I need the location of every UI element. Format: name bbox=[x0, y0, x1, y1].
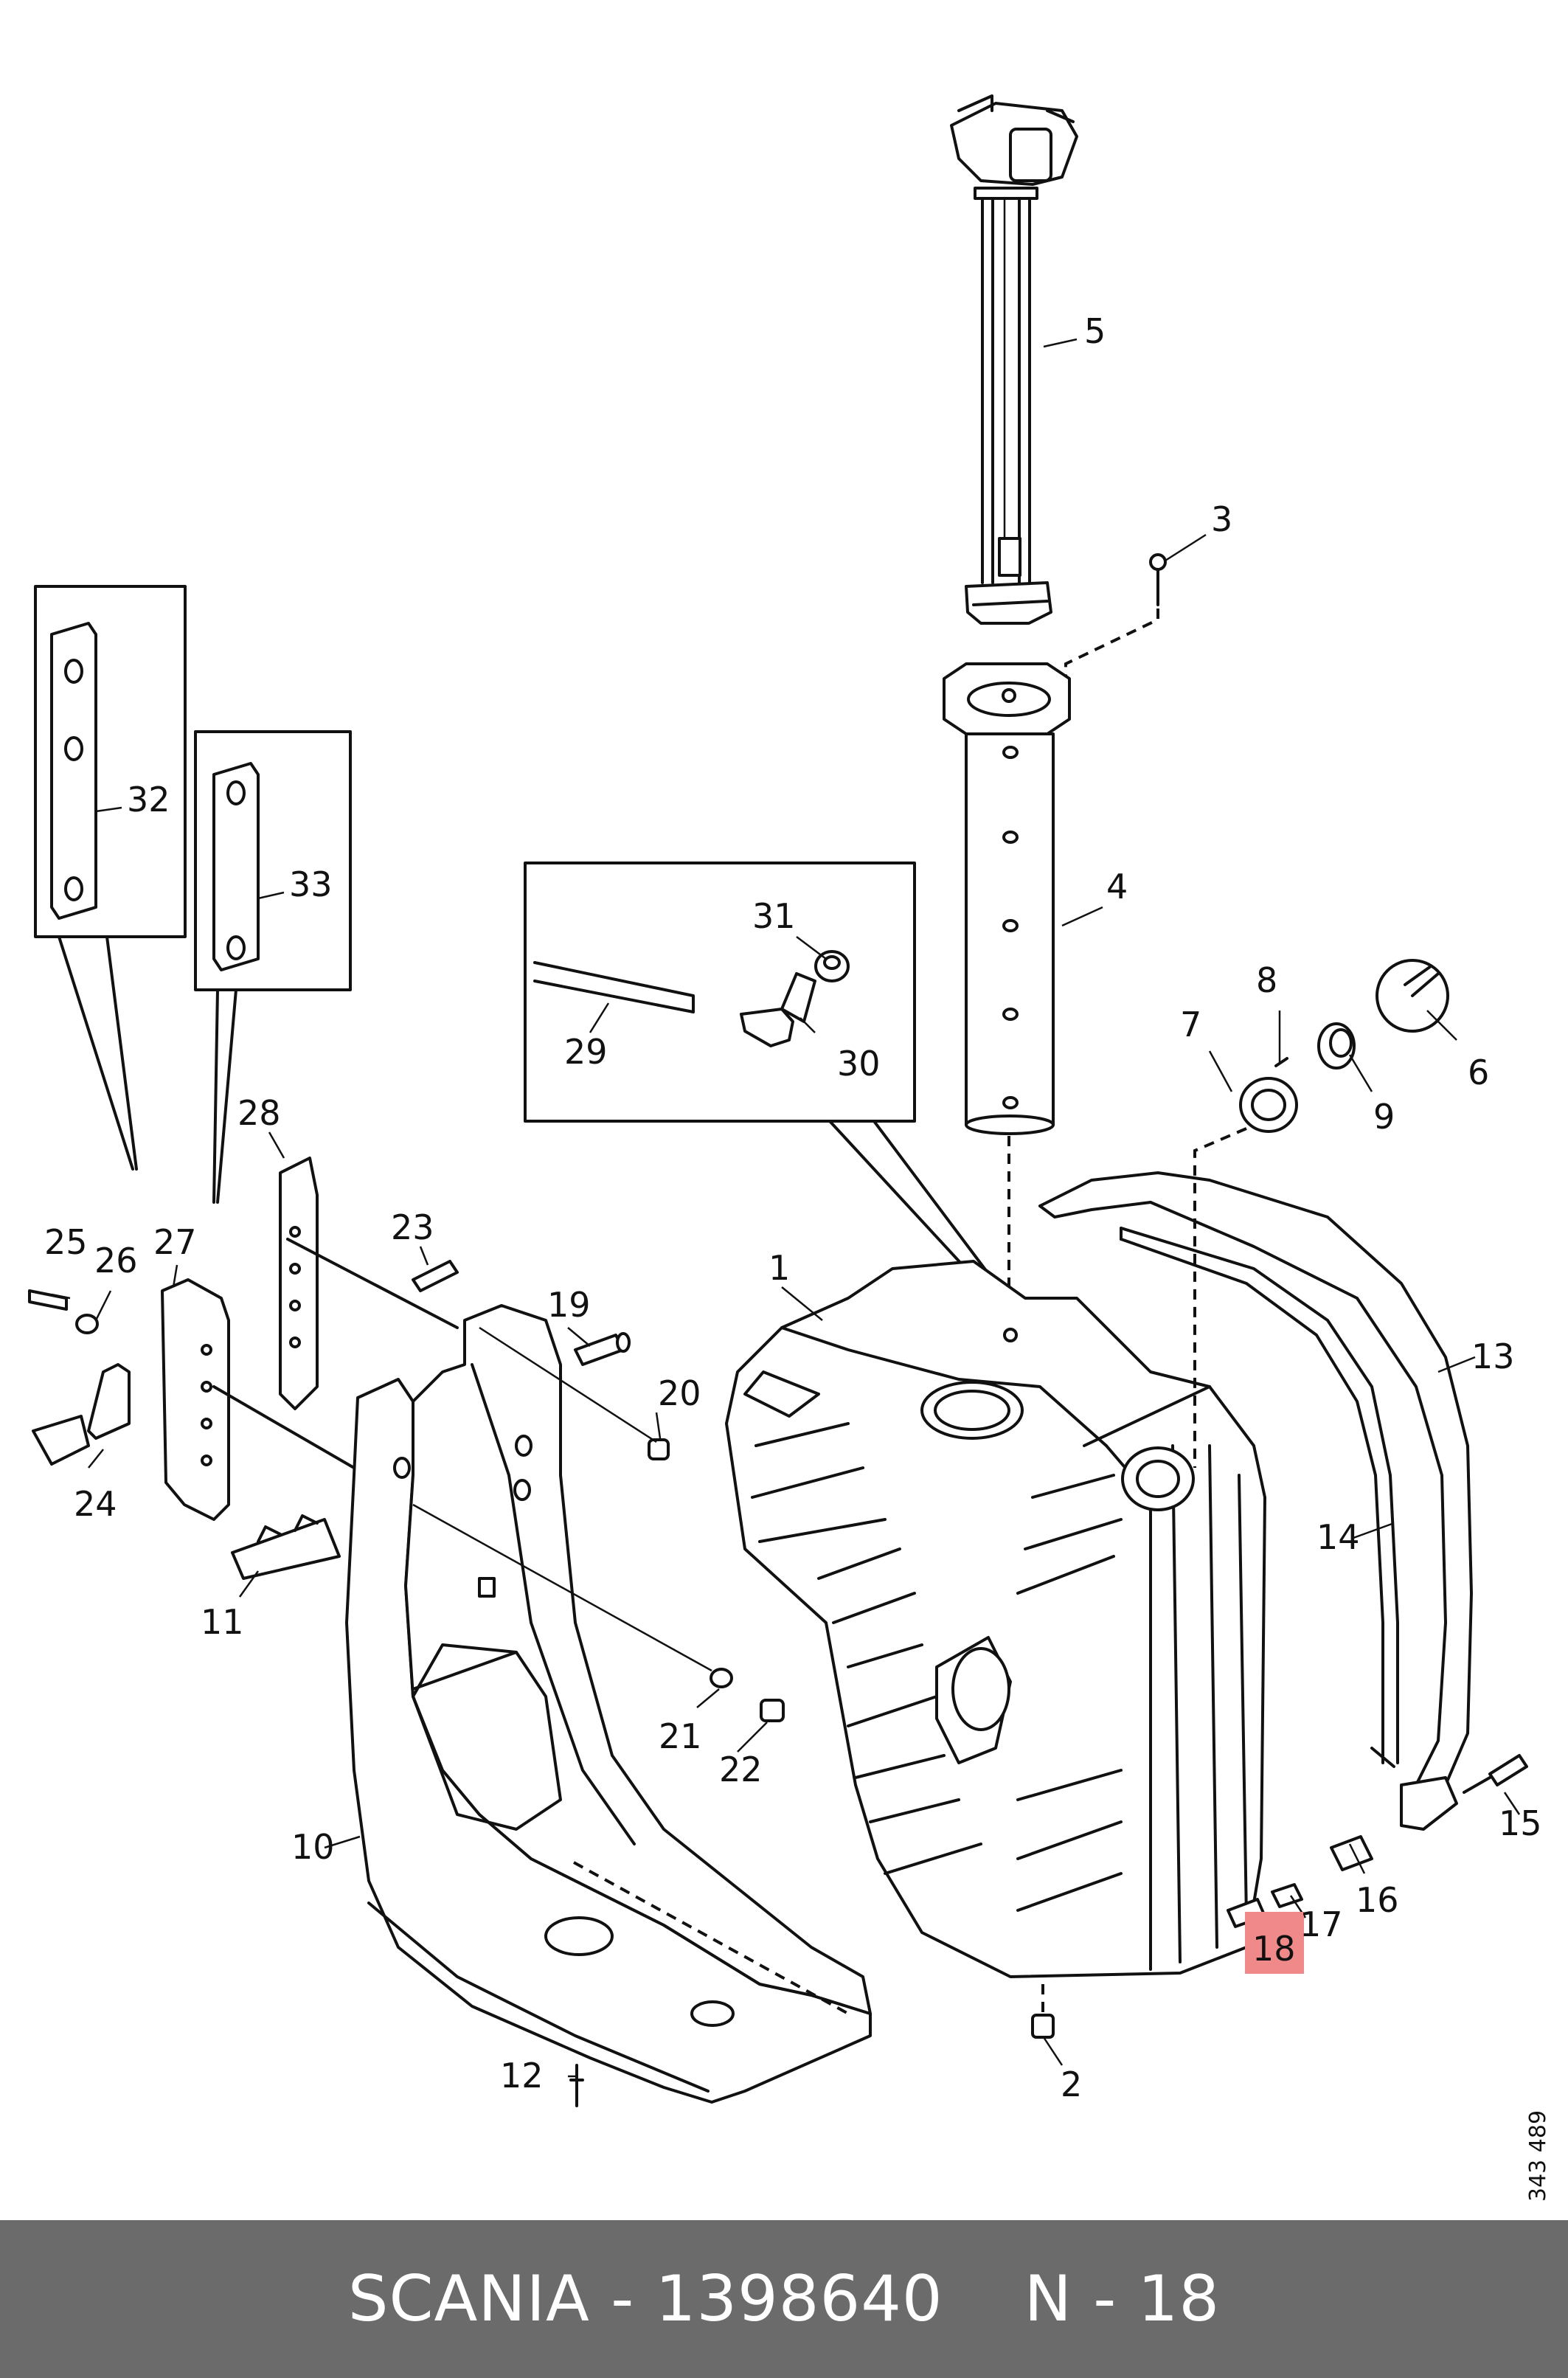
part-number: 1398640 bbox=[655, 2262, 943, 2336]
position-code: N - 18 bbox=[1024, 2262, 1221, 2336]
callout-13: 13 bbox=[1471, 1337, 1515, 1376]
callout-25: 25 bbox=[44, 1222, 88, 1262]
callout-28: 28 bbox=[237, 1093, 281, 1133]
callout-21: 21 bbox=[659, 1716, 702, 1756]
exploded-parts-diagram: 1 2 3 4 5 6 7 8 9 10 11 12 13 14 15 16 1… bbox=[28, 94, 1551, 2202]
footer-bar: SCANIA - 1398640 N - 18 bbox=[0, 2220, 1568, 2378]
inset-box-plate-32 bbox=[34, 585, 187, 1171]
callout-17: 17 bbox=[1300, 1904, 1343, 1944]
callout-labels: 1 2 3 4 5 6 7 8 9 10 11 12 13 14 15 16 1… bbox=[44, 311, 1542, 2104]
callout-4: 4 bbox=[1106, 867, 1128, 907]
callout-15: 15 bbox=[1499, 1803, 1542, 1843]
highlight-box-18 bbox=[1245, 1912, 1304, 1974]
bolt-part-12 bbox=[569, 2064, 584, 2107]
bracket-parts-left bbox=[28, 1157, 459, 1580]
callout-26: 26 bbox=[94, 1241, 138, 1280]
callout-19: 19 bbox=[547, 1285, 591, 1325]
tank-straps bbox=[1038, 1171, 1528, 1928]
screw-part-3 bbox=[1064, 553, 1167, 686]
fasteners-19-22 bbox=[412, 1326, 785, 1722]
inset-box-plate-33 bbox=[194, 730, 352, 1204]
callout-6: 6 bbox=[1468, 1053, 1489, 1092]
callout-18: 18 bbox=[1252, 1929, 1296, 1969]
callout-32: 32 bbox=[127, 780, 170, 819]
brand-name: SCANIA bbox=[347, 2262, 590, 2336]
inset-box-hose-fitting bbox=[524, 862, 1019, 1314]
callout-22: 22 bbox=[719, 1750, 763, 1789]
fuel-level-sender bbox=[950, 94, 1078, 625]
callout-11: 11 bbox=[201, 1602, 244, 1642]
callout-1: 1 bbox=[769, 1248, 790, 1288]
callout-2: 2 bbox=[1061, 2065, 1082, 2104]
callout-24: 24 bbox=[74, 1484, 117, 1524]
fuel-tank bbox=[725, 1260, 1266, 2039]
clip-part-23 bbox=[412, 1260, 459, 1292]
footer-caption: SCANIA - 1398640 N - 18 bbox=[348, 2262, 1220, 2336]
callout-7: 7 bbox=[1180, 1005, 1201, 1044]
callout-20: 20 bbox=[658, 1373, 701, 1413]
callout-31: 31 bbox=[752, 896, 796, 936]
callout-27: 27 bbox=[153, 1222, 197, 1262]
callout-33: 33 bbox=[289, 864, 333, 904]
footer-separator: - bbox=[611, 2262, 635, 2336]
callout-8: 8 bbox=[1256, 960, 1277, 1000]
callout-30: 30 bbox=[837, 1044, 881, 1084]
callout-3: 3 bbox=[1211, 499, 1232, 539]
callout-9: 9 bbox=[1373, 1097, 1395, 1137]
tank-bracket bbox=[345, 1304, 872, 2104]
callout-10: 10 bbox=[291, 1827, 335, 1867]
callout-23: 23 bbox=[391, 1207, 434, 1247]
sender-tube bbox=[943, 662, 1071, 1298]
callout-29: 29 bbox=[564, 1032, 608, 1072]
callout-14: 14 bbox=[1317, 1517, 1360, 1557]
leader-lines bbox=[51, 338, 1521, 2078]
callout-16: 16 bbox=[1356, 1880, 1399, 1920]
drawing-reference-number: 343 489 bbox=[1525, 2110, 1551, 2202]
callout-12: 12 bbox=[500, 2056, 544, 2096]
callout-5: 5 bbox=[1084, 311, 1106, 351]
